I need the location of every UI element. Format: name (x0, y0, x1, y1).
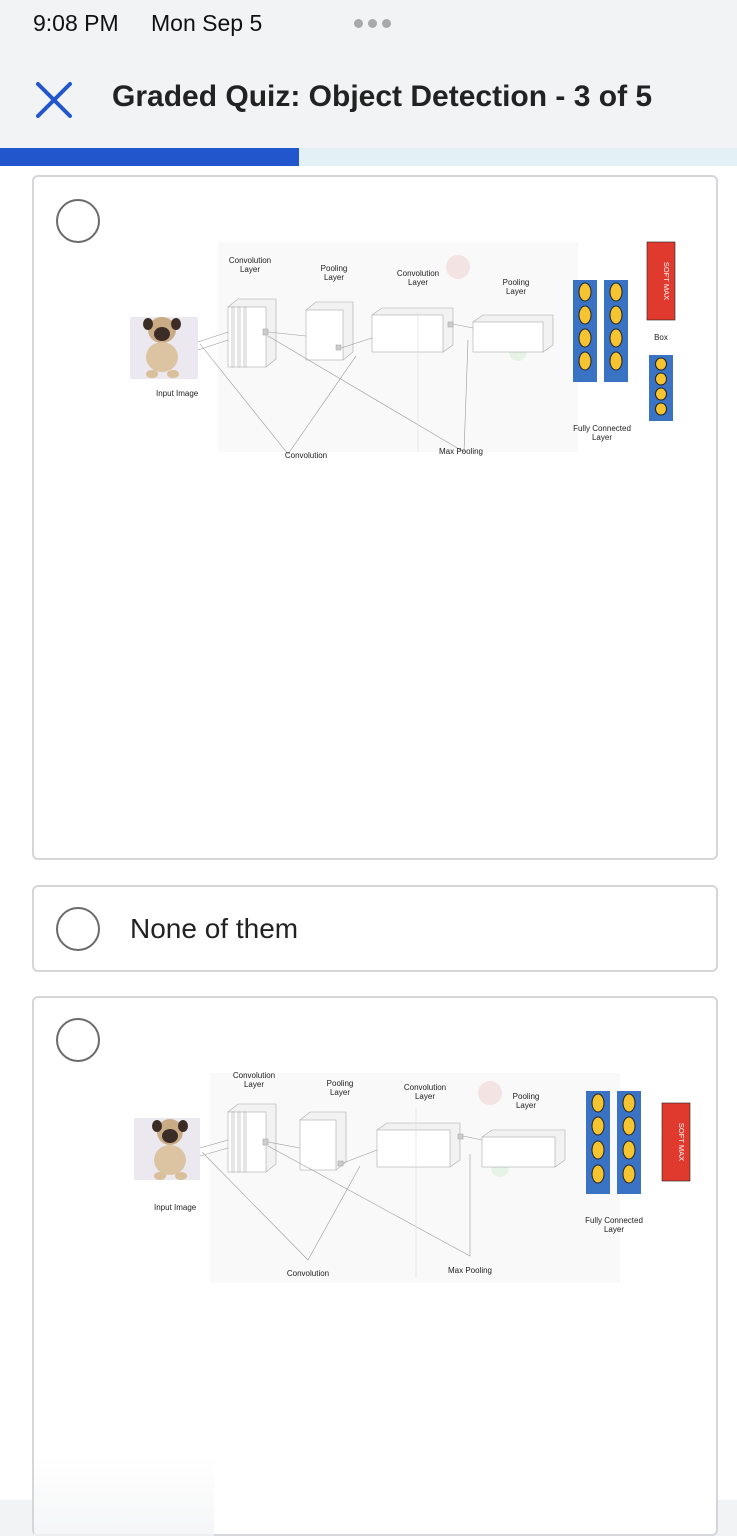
convolution-label: Convolution (285, 451, 327, 460)
softmax-block: SOFT MAX (646, 241, 676, 321)
conv-layer-1 (227, 1103, 277, 1173)
status-date: Mon Sep 5 (151, 10, 263, 36)
status-time: 9:08 PM (33, 10, 119, 36)
radio-button[interactable] (56, 1018, 100, 1062)
pug-image (130, 317, 198, 379)
input-image-label: Input Image (154, 1203, 197, 1212)
quiz-header: Graded Quiz: Object Detection - 3 of 5 (0, 58, 737, 140)
connector-lines (197, 312, 474, 455)
pooling-layer-1 (305, 301, 354, 361)
fully-connected-layer (586, 1091, 641, 1194)
softmax-block: SOFT MAX (661, 1102, 691, 1182)
box-output-layer (649, 355, 673, 421)
max-pooling-label: Max Pooling (448, 1266, 492, 1275)
pooling-layer-2 (481, 1129, 566, 1168)
conv-layer-2 (371, 307, 454, 353)
svg-text:SOFT MAX: SOFT MAX (662, 262, 671, 300)
option-label: None of them (130, 913, 299, 944)
fully-connected-layer (573, 280, 628, 382)
pug-image (134, 1118, 200, 1180)
conv-layer-1 (227, 298, 277, 368)
quiz-title: Graded Quiz: Object Detection - 3 of 5 (112, 80, 653, 113)
status-bar: 9:08 PM Mon Sep 5 (0, 0, 737, 50)
close-icon (36, 82, 72, 118)
convolution-label: Convolution (287, 1269, 329, 1278)
connector-lines (199, 1108, 483, 1278)
pooling-layer-1 (299, 1111, 347, 1171)
answer-option-2[interactable]: None of them (32, 885, 718, 972)
box-label: Box (654, 333, 668, 342)
input-image-label: Input Image (156, 389, 199, 398)
bottom-fade (34, 1456, 214, 1536)
conv-layer-2 (376, 1122, 464, 1168)
multitasking-dots-icon[interactable] (354, 19, 391, 28)
max-pooling-label: Max Pooling (439, 447, 483, 456)
progress-bar (0, 148, 737, 166)
svg-text:SOFT MAX: SOFT MAX (677, 1123, 686, 1161)
radio-button[interactable] (56, 907, 100, 951)
close-button[interactable] (30, 78, 78, 122)
pooling-layer-2 (472, 314, 554, 353)
progress-fill (0, 148, 300, 166)
radio-button[interactable] (56, 199, 100, 243)
